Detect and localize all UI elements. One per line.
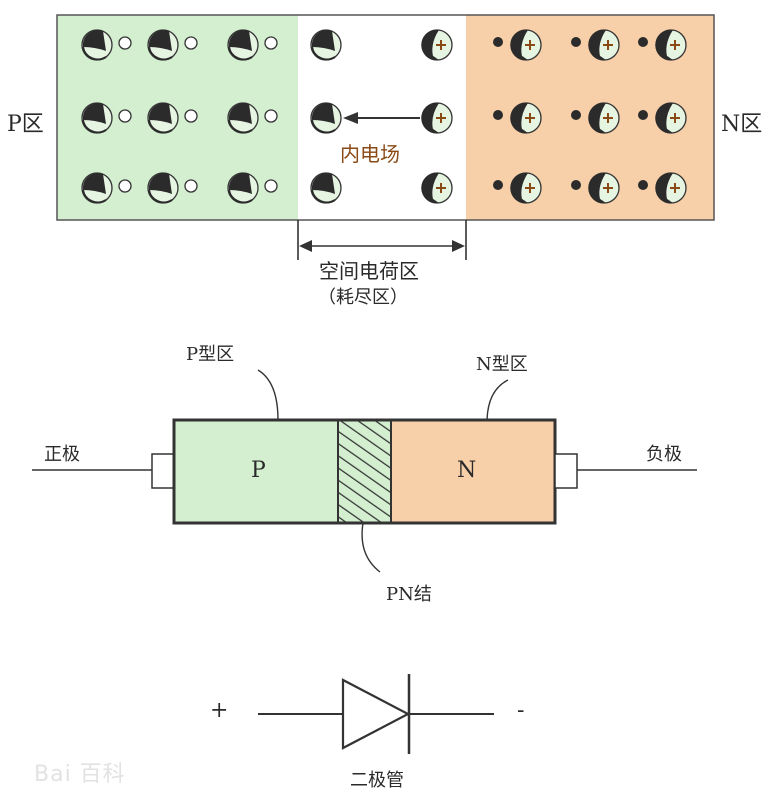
hole-icon: [184, 179, 198, 193]
acceptor-ion-icon: [147, 172, 179, 204]
p-type-leader: [257, 369, 279, 421]
hole-icon: [118, 179, 132, 193]
donor-ion-icon: [510, 102, 542, 134]
donor-ion-icon: [588, 102, 620, 134]
watermark: Bai 百科: [34, 762, 126, 787]
electron-icon: [571, 180, 581, 190]
hole-icon: [264, 36, 278, 50]
acceptor-ion-icon: [81, 102, 113, 134]
acceptor-ion-icon: [310, 102, 342, 134]
donor-ion-icon: [510, 172, 542, 204]
depletion-label: 空间电荷区: [319, 259, 419, 283]
donor-ion-icon: [421, 29, 453, 61]
diode-symbol-label: 二极管: [350, 770, 404, 791]
donor-ion-icon: [588, 29, 620, 61]
n-type-leader: [486, 379, 509, 421]
cathode-label: 负极: [646, 444, 682, 465]
hole-icon: [264, 179, 278, 193]
hole-icon: [118, 36, 132, 50]
ion-layer: [81, 29, 687, 204]
acceptor-ion-icon: [310, 172, 342, 204]
depletion-sublabel: （耗尽区）: [318, 287, 408, 308]
p-region-label: P区: [7, 112, 44, 137]
donor-ion-icon: [655, 172, 687, 204]
cathode-terminal: [554, 453, 578, 489]
acceptor-ion-icon: [310, 29, 342, 61]
electron-icon: [571, 37, 581, 47]
junction-leader: [361, 522, 381, 573]
electron-icon: [571, 110, 581, 120]
acceptor-ion-icon: [147, 102, 179, 134]
hole-icon: [184, 109, 198, 123]
acceptor-ion-icon: [227, 102, 259, 134]
hole-icon: [264, 109, 278, 123]
hole-icon: [184, 36, 198, 50]
acceptor-ion-icon: [81, 172, 113, 204]
semiconductor-outline: [56, 14, 715, 221]
donor-ion-icon: [510, 29, 542, 61]
n-block: [391, 420, 555, 523]
electron-icon: [493, 37, 503, 47]
diode-triangle: [341, 678, 411, 750]
acceptor-ion-icon: [227, 172, 259, 204]
internal-field-arrow: [343, 112, 420, 124]
acceptor-ion-icon: [81, 29, 113, 61]
p-type-label: P型区: [186, 344, 235, 365]
internal-field-label: 内电场: [340, 142, 400, 166]
p-letter: P: [251, 458, 266, 483]
donor-ion-icon: [588, 172, 620, 204]
pn-junction-block: [338, 420, 391, 523]
acceptor-ion-icon: [227, 29, 259, 61]
anode-terminal: [151, 453, 175, 489]
donor-ion-icon: [421, 172, 453, 204]
p-block: [174, 420, 338, 523]
n-type-label: N型区: [476, 354, 528, 375]
acceptor-ion-icon: [147, 29, 179, 61]
diode-structure: [32, 369, 697, 573]
electron-icon: [638, 37, 648, 47]
electron-icon: [493, 180, 503, 190]
donor-ion-icon: [421, 102, 453, 134]
electron-icon: [638, 110, 648, 120]
donor-ion-icon: [655, 29, 687, 61]
electron-icon: [493, 110, 503, 120]
n-region-label: N区: [721, 112, 763, 137]
electron-icon: [638, 180, 648, 190]
donor-ion-icon: [655, 102, 687, 134]
plus-sign: +: [210, 698, 229, 723]
pn-junction-label: PN结: [386, 584, 432, 605]
depletion-width-marker: [297, 220, 467, 260]
diode-symbol: [258, 674, 494, 754]
minus-sign: -: [517, 698, 525, 723]
anode-label: 正极: [44, 444, 80, 465]
n-letter: N: [457, 458, 477, 483]
hole-icon: [118, 109, 132, 123]
